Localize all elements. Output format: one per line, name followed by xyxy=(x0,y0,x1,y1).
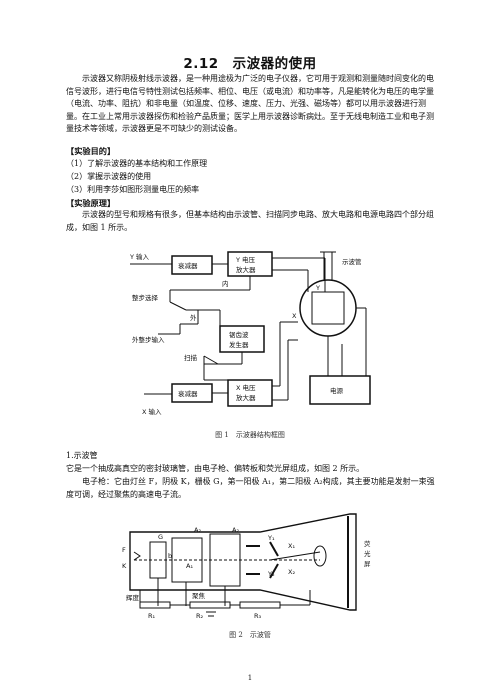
y-input-label: Y 输入 xyxy=(130,252,150,261)
purpose-item-2: （2）掌握示波器的使用 xyxy=(66,172,152,181)
x-amp-label-1: X 电压 xyxy=(236,383,256,392)
label-b: b xyxy=(168,552,172,560)
page-number: 1 xyxy=(247,674,253,682)
y-attenuator-label: 衰减器 xyxy=(178,261,198,270)
tube-paragraph: 它是一个抽成高真空的密封玻璃管，由电子枪、偏转板和荧光屏组成，如图 2 所示。 xyxy=(66,464,365,473)
label-A2: A₂ xyxy=(194,526,201,534)
power-label: 电源 xyxy=(330,386,344,395)
sync-select-label: 整步选择 xyxy=(132,293,159,302)
x-plate-label: X xyxy=(292,312,297,320)
label-F: F xyxy=(122,546,126,554)
sweep-label-2: 发生器 xyxy=(229,340,249,349)
electron-gun-paragraph: 电子枪：它由灯丝 F，阴极 K，栅极 G，第一阳极 A₁，第二阳极 A₂构成，其… xyxy=(66,477,435,499)
screen-label-1: 荧 xyxy=(364,539,371,548)
purpose-heading: 【实验目的】 xyxy=(66,146,116,156)
x-attenuator-label: 衰减器 xyxy=(178,389,198,398)
inner-label: 内 xyxy=(222,279,229,288)
crt-tube-diagram: F K G b A₂ A₁ A₂ Y₁ Y₂ X₁ X₂ 荧 光 屏 辉度 聚焦… xyxy=(122,513,371,620)
y-plate-label: Y xyxy=(315,284,320,292)
figure-1-caption: 图 1 示波器结构框图 xyxy=(215,431,285,439)
intro-paragraph: 示波器又称阴极射线示波器，是一种用途极为广泛的电子仪器，它可用于观测和测量随时间… xyxy=(66,74,434,134)
label-R2: R₂ xyxy=(196,612,204,620)
principle-heading: 【实验原理】 xyxy=(66,198,116,208)
label-R3: R₃ xyxy=(254,612,262,620)
ext-sync-label: 外整步输入 xyxy=(132,335,165,344)
section-1-heading: 1.示波管 xyxy=(66,451,98,460)
label-R1: R₁ xyxy=(148,612,156,620)
outer-label: 外 xyxy=(190,313,197,322)
label-X2: X₂ xyxy=(288,568,295,576)
x-amp-label-2: 放大器 xyxy=(236,393,256,402)
label-X1: X₁ xyxy=(288,542,295,550)
screen-label-3: 屏 xyxy=(364,560,371,568)
purpose-item-3: （3）利用李莎如图形测量电压的频率 xyxy=(66,185,200,194)
label-G: G xyxy=(158,533,163,541)
screen-label-2: 光 xyxy=(364,549,371,558)
purpose-item-1: （1）了解示波器的基本结构和工作原理 xyxy=(66,159,208,168)
label-A1: A₁ xyxy=(186,562,193,570)
label-Y2: Y₂ xyxy=(267,570,275,578)
y-amp-label-2: 放大器 xyxy=(236,265,256,274)
focus-label: 聚焦 xyxy=(192,591,206,600)
label-K: K xyxy=(122,562,127,570)
figure-2-caption: 图 2 示波管 xyxy=(229,631,271,639)
x-input-label: X 输入 xyxy=(142,407,162,416)
oscilloscope-block-diagram: Y 输入 衰减器 Y 电压 放大器 示波管 Y X 内 整步选择 外 外整步输入… xyxy=(130,251,371,416)
label-Y1: Y₁ xyxy=(267,534,275,542)
principle-paragraph: 示波器的型号和规格有很多，但基本结构由示波管、扫描同步电路、放大电路和电源电路四… xyxy=(66,210,434,232)
brightness-label: 辉度 xyxy=(126,593,140,602)
scan-label: 扫描 xyxy=(184,353,198,362)
label-A2-second: A₂ xyxy=(232,526,239,534)
sweep-label-1: 锯齿波 xyxy=(229,330,249,339)
y-amp-label-1: Y 电压 xyxy=(235,255,256,264)
tube-label: 示波管 xyxy=(342,257,362,266)
page-title: 2.12 示波器的使用 xyxy=(183,56,317,72)
